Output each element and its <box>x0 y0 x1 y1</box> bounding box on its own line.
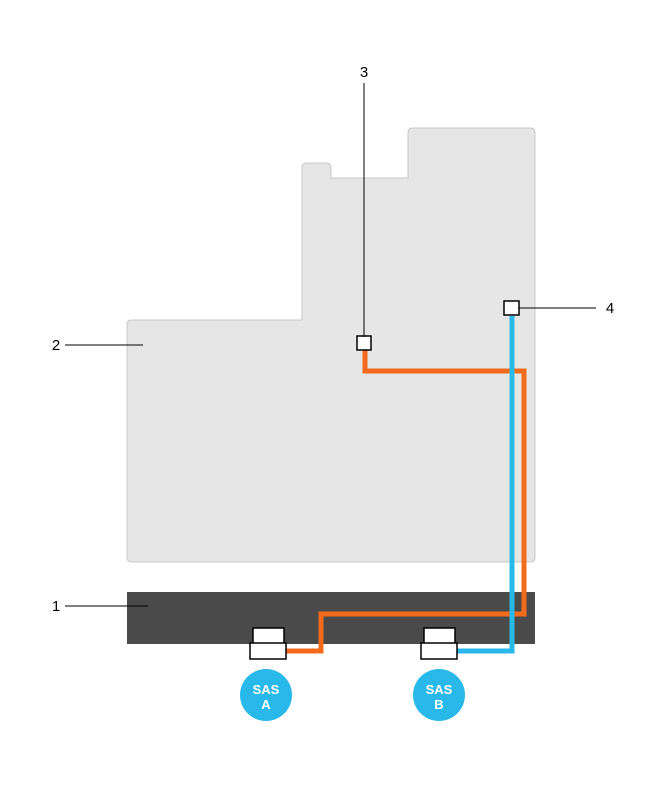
sas-b-badge-line1: SAS <box>426 682 453 697</box>
sas-b-badge: SAS B <box>413 669 465 721</box>
backplane <box>127 592 535 644</box>
sas-a-port <box>249 627 287 660</box>
sas-a-badge: SAS A <box>240 669 292 721</box>
sas-b-badge-line2: B <box>434 697 443 712</box>
callout-3: 3 <box>360 64 368 81</box>
sas-a-cable <box>286 344 527 654</box>
system-board <box>126 127 536 563</box>
sas-a-badge-line2: A <box>261 697 271 712</box>
callout-4: 4 <box>606 300 614 317</box>
sas-a-badge-line1: SAS <box>253 682 280 697</box>
sas-b-port <box>420 627 458 660</box>
sas-b-cable <box>455 316 515 654</box>
connector-b <box>503 300 520 316</box>
callout-1: 1 <box>52 598 60 615</box>
connector-a <box>356 335 372 351</box>
callout-2: 2 <box>52 337 60 354</box>
